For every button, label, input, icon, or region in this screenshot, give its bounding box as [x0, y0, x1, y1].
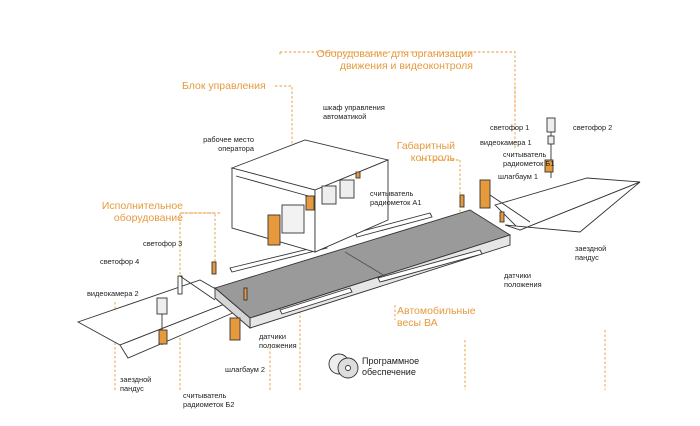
label-reader-b1-l2: радиометок Б1: [503, 158, 555, 168]
heading-executive-line2: оборудование: [113, 212, 183, 224]
label-control-cabinet-l2: автоматикой: [323, 111, 367, 121]
heading-dimension-control: Габаритный контроль: [380, 140, 455, 164]
label-traffic-light-3: светофор 3: [143, 239, 183, 248]
label-barrier-1: шлагбаум 1: [498, 172, 538, 181]
heading-truck-scales: Автомобильные весы ВА: [397, 305, 476, 329]
label-reader-b2-l1: считыватель: [183, 391, 227, 400]
right-equipment: [459, 117, 556, 223]
label-ramp-left: заездной пандус: [120, 375, 152, 393]
label-ramp-right-l2: пандус: [575, 252, 599, 262]
label-ramp-right: заездной пандус: [575, 244, 607, 262]
heading-equipment-traffic-line1: Оборудование для организации: [316, 48, 473, 60]
label-ramp-left-l1: заездной: [120, 375, 152, 384]
guard-rails: [229, 212, 483, 315]
heading-dimension-line2: контроль: [410, 152, 455, 164]
dashed-callout-lines: [114, 51, 606, 390]
label-reader-b1-l1: считыватель: [503, 150, 547, 159]
label-reader-a1-l2: радиометок А1: [370, 197, 422, 207]
label-software-l1: Программное: [362, 356, 420, 366]
heading-control-unit: Блок управления: [182, 80, 266, 92]
heading-equipment-traffic: Оборудование для организации движения и …: [293, 48, 473, 72]
label-sensors-right-l2: положения: [504, 279, 542, 289]
label-reader-b2-l2: радиометок Б2: [183, 399, 235, 409]
label-camera-1: видеокамера 1: [480, 138, 532, 147]
label-software: Программное обеспечение: [362, 356, 419, 377]
right-ramp: [494, 177, 641, 233]
label-traffic-light-2: светофор 2: [573, 123, 613, 132]
label-sensors-left: датчики положения: [259, 332, 297, 350]
label-operator-l1: рабочее место: [203, 135, 254, 144]
label-sensors-left-l2: положения: [259, 340, 297, 350]
left-equipment: [156, 261, 248, 345]
heading-dimension-line1: Габаритный: [396, 140, 455, 152]
label-camera-2: видеокамера 2: [87, 289, 139, 298]
label-ramp-left-l2: пандус: [120, 383, 144, 393]
label-operator-l2: оператора: [218, 143, 254, 153]
label-reader-b2: считыватель радиометок Б2: [183, 391, 235, 409]
operator-cabin: [230, 139, 390, 253]
label-sensors-left-l1: датчики: [259, 332, 286, 341]
heading-executive-equipment: Исполнительное оборудование: [80, 200, 183, 224]
label-reader-a1: считыватель радиометок А1: [370, 189, 422, 207]
label-operator-workplace: рабочее место оператора: [178, 135, 254, 153]
label-sensors-right: датчики положения: [504, 271, 542, 289]
heading-scales-line1: Автомобильные: [397, 305, 476, 317]
label-ramp-right-l1: заездной: [575, 244, 607, 253]
label-software-l2: обеспечение: [362, 366, 416, 377]
label-sensors-right-l1: датчики: [504, 271, 531, 280]
heading-scales-line2: весы ВА: [397, 317, 438, 329]
heading-equipment-traffic-line2: движения и видеоконтроля: [339, 60, 473, 72]
label-control-cabinet: шкаф управления автоматикой: [323, 103, 385, 121]
label-traffic-light-1: светофор 1: [490, 123, 530, 132]
label-traffic-light-4: светофор 4: [100, 257, 140, 266]
software-discs-icon: [328, 353, 359, 379]
label-control-cabinet-l1: шкаф управления: [323, 103, 385, 112]
label-reader-a1-l1: считыватель: [370, 189, 414, 198]
label-reader-b1: считыватель радиометок Б1: [503, 150, 555, 168]
heading-executive-line1: Исполнительное: [101, 200, 183, 212]
label-barrier-2: шлагбаум 2: [225, 365, 265, 374]
